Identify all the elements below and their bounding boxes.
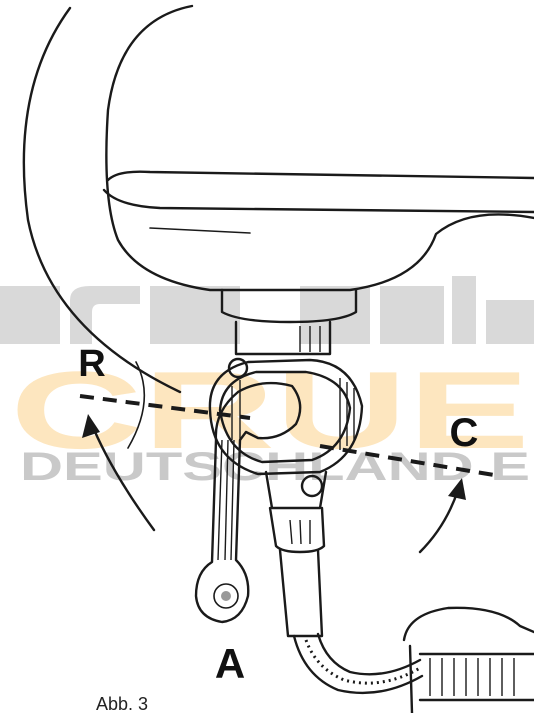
tank-outline [22,4,534,394]
fuel-hose [292,632,424,695]
tap-nut [220,288,358,356]
arrow-up-right-icon [448,478,466,500]
tap-lever [194,381,302,624]
label-a: A [215,640,245,687]
tap-outlet [264,470,328,638]
figure-caption: Abb. 3 [96,694,149,714]
arrow-up-icon [82,414,100,438]
rotation-arrows [82,361,466,554]
watermark-bars [0,276,534,344]
label-r: R [78,343,105,385]
position-line [79,394,501,478]
label-c: C [450,411,479,455]
watermark-brand-text: CRUE [10,349,530,472]
filter-bowl [402,606,534,713]
